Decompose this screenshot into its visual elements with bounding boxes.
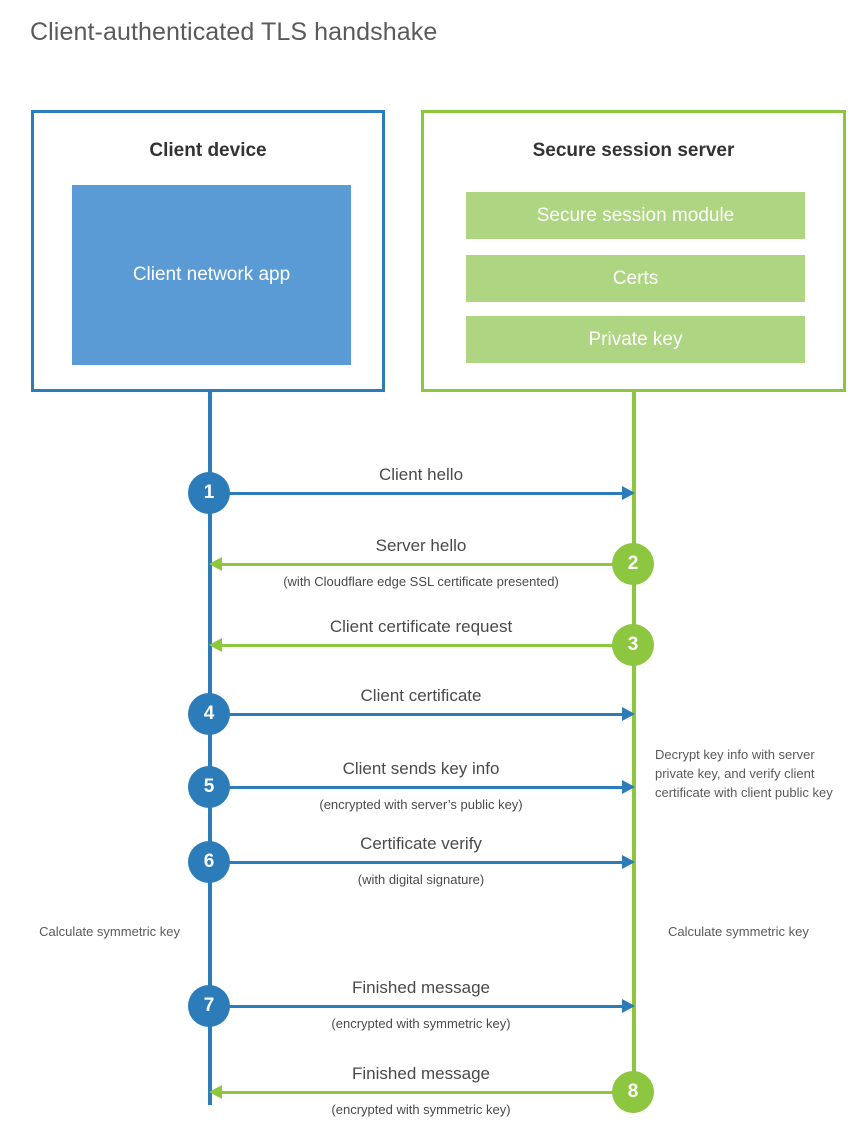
message-label: Finished message (352, 1064, 490, 1083)
step-badge-1[interactable]: 1 (188, 472, 230, 514)
client-network-app-block: Client network app (72, 185, 351, 365)
message-label: Client hello (378, 465, 464, 484)
message-arrow-line (221, 644, 634, 647)
message-arrow-line (210, 713, 623, 716)
message-label: Client certificate request (329, 617, 513, 636)
message-arrow-line (210, 492, 623, 495)
step-badge-6[interactable]: 6 (188, 841, 230, 883)
step-badge-7[interactable]: 7 (188, 985, 230, 1027)
step-badge-4[interactable]: 4 (188, 693, 230, 735)
message-sublabel: (encrypted with symmetric key) (331, 1016, 511, 1031)
message-sublabel: (with Cloudflare edge SSL certificate pr… (283, 574, 559, 589)
secure-session-server-title: Secure session server (532, 140, 735, 161)
step-badge-2[interactable]: 2 (612, 543, 654, 585)
arrow-head-icon (622, 707, 635, 721)
server-block-secure-session-module: Secure session module (466, 192, 805, 239)
step-badge-8[interactable]: 8 (612, 1071, 654, 1113)
message-sublabel: (encrypted with server’s public key) (319, 797, 523, 812)
page-title: Client-authenticated TLS handshake (30, 18, 438, 46)
message-label: Certificate verify (360, 834, 482, 853)
message-label: Client sends key info (342, 759, 500, 778)
arrow-head-icon (209, 638, 222, 652)
message-label: Client certificate (360, 686, 482, 705)
server-block-certs: Certs (466, 255, 805, 302)
arrow-head-icon (622, 486, 635, 500)
server-block-private-key: Private key (466, 316, 805, 363)
message-arrow-line (221, 1091, 634, 1094)
step-badge-5[interactable]: 5 (188, 766, 230, 808)
note-calculate-symmetric-key-server: Calculate symmetric key (668, 924, 809, 939)
message-label: Finished message (352, 978, 490, 997)
note-calculate-symmetric-key-client: Calculate symmetric key (39, 924, 180, 939)
message-arrow-line (210, 786, 623, 789)
message-arrow-line (210, 861, 623, 864)
secure-session-server-box: Secure session server Secure session mod… (421, 110, 846, 392)
message-label: Server hello (375, 536, 467, 555)
client-device-title: Client device (149, 140, 267, 161)
note-decrypt-key-info: Decrypt key info with server private key… (655, 747, 833, 800)
step-badge-3[interactable]: 3 (612, 624, 654, 666)
arrow-head-icon (209, 557, 222, 571)
message-arrow-line (210, 1005, 623, 1008)
arrow-head-icon (622, 855, 635, 869)
message-sublabel: (encrypted with symmetric key) (331, 1102, 511, 1117)
arrow-head-icon (622, 780, 635, 794)
client-device-box: Client device Client network app (31, 110, 385, 392)
client-lifeline (208, 392, 212, 1105)
server-lifeline (632, 392, 636, 1092)
message-sublabel: (with digital signature) (357, 872, 485, 887)
message-arrow-line (221, 563, 634, 566)
arrow-head-icon (622, 999, 635, 1013)
arrow-head-icon (209, 1085, 222, 1099)
